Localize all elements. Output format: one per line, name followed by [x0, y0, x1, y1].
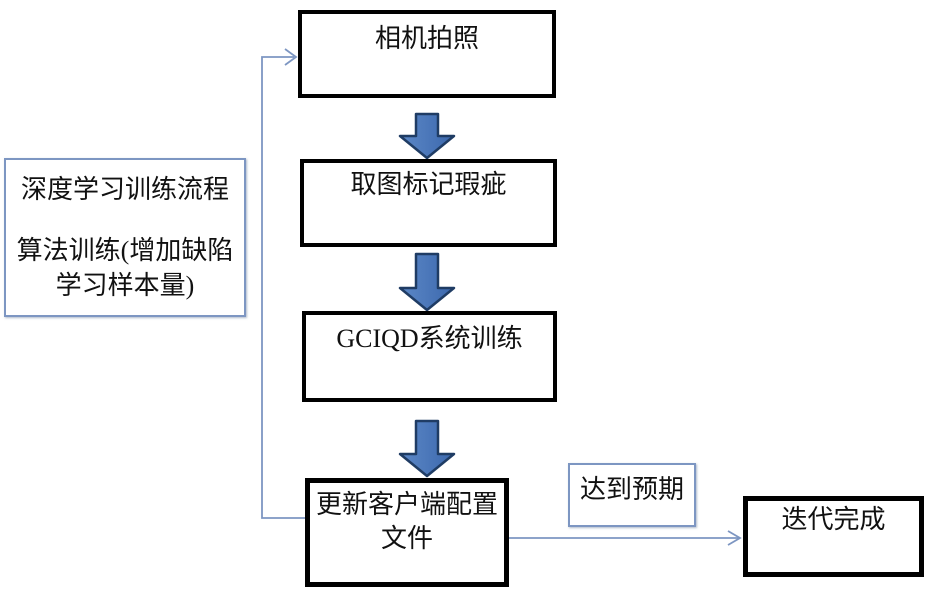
side-note-line3: 学习样本量): [55, 271, 195, 300]
feedback-loop-connector: [261, 56, 305, 519]
step-mark-defects-box: 取图标记瑕疵: [300, 159, 557, 247]
block-arrow-down-3-icon: [398, 419, 456, 478]
step-mark-defects-label: 取图标记瑕疵: [350, 170, 507, 199]
step-camera-label: 相机拍照: [374, 24, 479, 53]
block-arrow-down-1-icon: [398, 112, 456, 160]
side-note-line1: 深度学习训练流程: [20, 175, 229, 204]
condition-expectation-box: 达到预期: [568, 463, 696, 527]
step-update-config-label-line2: 文件: [380, 524, 433, 553]
block-arrow-down-2-icon: [398, 252, 456, 312]
step-update-config-box: 更新客户端配置 文件: [305, 478, 509, 587]
side-note-line2: 算法训练(增加缺陷: [16, 236, 234, 265]
step-iteration-done-box: 迭代完成: [743, 496, 924, 577]
step-system-training-box: GCIQD系统训练: [302, 311, 557, 402]
side-note-box: 深度学习训练流程 算法训练(增加缺陷 学习样本量): [4, 158, 246, 317]
step-update-config-label-line1: 更新客户端配置: [315, 490, 498, 519]
step-iteration-done-label: 迭代完成: [781, 505, 886, 534]
step-camera-box: 相机拍照: [298, 10, 556, 98]
feedback-arrowhead-icon: [284, 48, 298, 66]
condition-expectation-label: 达到预期: [579, 475, 684, 504]
step-system-training-label: GCIQD系统训练: [336, 324, 523, 353]
done-arrowhead-icon: [727, 530, 742, 546]
